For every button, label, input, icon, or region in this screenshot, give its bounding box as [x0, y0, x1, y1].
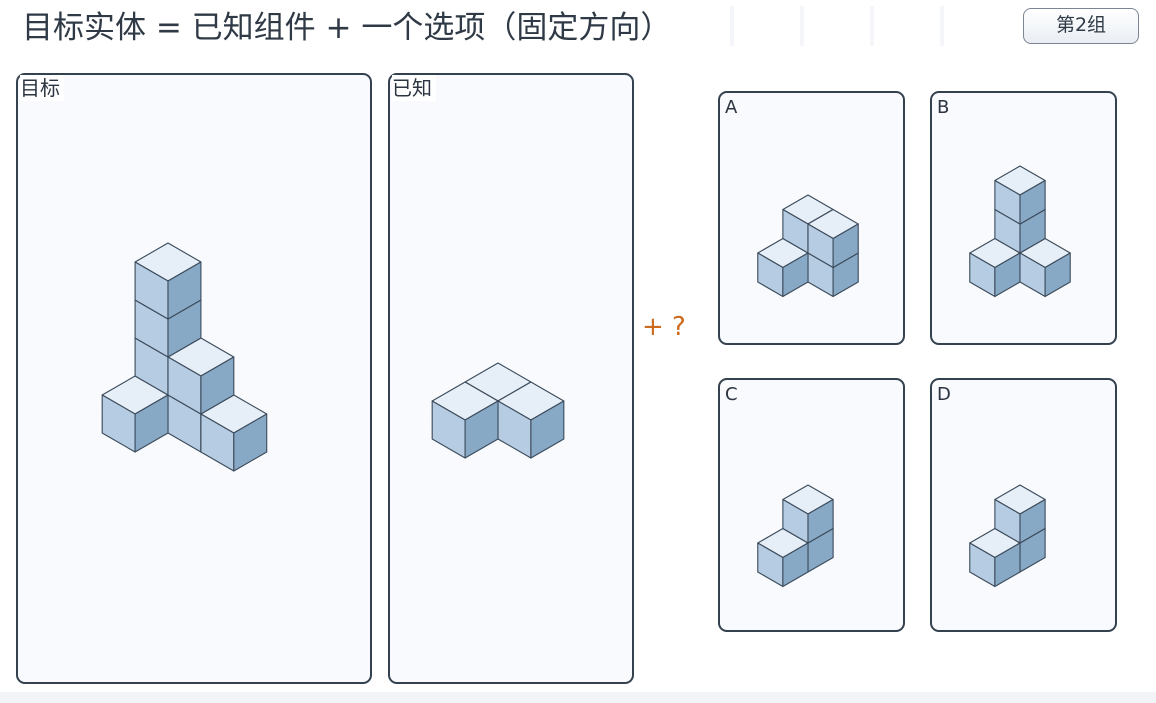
cube-right-face	[200, 356, 235, 415]
target-panel: 目标	[16, 73, 372, 684]
cube-right-face	[1044, 252, 1071, 298]
cube	[497, 381, 565, 459]
cube	[782, 484, 834, 544]
option-d-card[interactable]: D	[930, 378, 1117, 632]
page-title: 目标实体 = 已知组件 + 一个选项（固定方向）	[22, 10, 672, 46]
plus-question-operator: + ?	[642, 312, 686, 342]
cube-right-face	[1019, 179, 1046, 225]
cube-right-face	[994, 542, 1021, 588]
option-d-figure	[969, 484, 1046, 588]
cube	[994, 484, 1046, 544]
cube-right-face	[464, 400, 499, 459]
cube-right-face	[832, 223, 859, 269]
cube	[807, 208, 859, 269]
cube-right-face	[167, 261, 202, 320]
option-d-label: D	[937, 384, 951, 405]
known-cube-figure	[431, 362, 565, 459]
known-panel: 已知	[388, 73, 634, 684]
option-a-card[interactable]: A	[718, 91, 905, 345]
target-label: 目标	[20, 75, 64, 101]
cube-right-face	[233, 413, 268, 472]
cube	[994, 165, 1046, 225]
option-b-card[interactable]: B	[930, 91, 1117, 345]
bottom-strip	[0, 692, 1156, 703]
cube	[969, 237, 1021, 298]
cube	[134, 242, 202, 320]
option-c-label: C	[725, 384, 738, 405]
cube-right-face	[530, 400, 565, 459]
cube-right-face	[134, 394, 169, 453]
option-b-figure	[969, 165, 1071, 298]
option-a-figure	[757, 194, 859, 298]
title-fade-artifact	[700, 6, 990, 46]
cube	[969, 527, 1021, 588]
cube	[757, 527, 809, 588]
cube-right-face	[807, 498, 834, 544]
known-label: 已知	[392, 75, 436, 101]
option-c-figure	[757, 484, 834, 588]
cube-right-face	[1019, 498, 1046, 544]
option-a-label: A	[725, 97, 738, 118]
cube-right-face	[782, 542, 809, 588]
target-cube-figure	[101, 242, 268, 472]
option-c-card[interactable]: C	[718, 378, 905, 632]
cube-right-face	[782, 252, 809, 298]
cube	[757, 237, 809, 298]
option-b-label: B	[937, 97, 950, 118]
cube	[431, 381, 499, 459]
group-badge-button[interactable]: 第2组	[1023, 8, 1139, 44]
